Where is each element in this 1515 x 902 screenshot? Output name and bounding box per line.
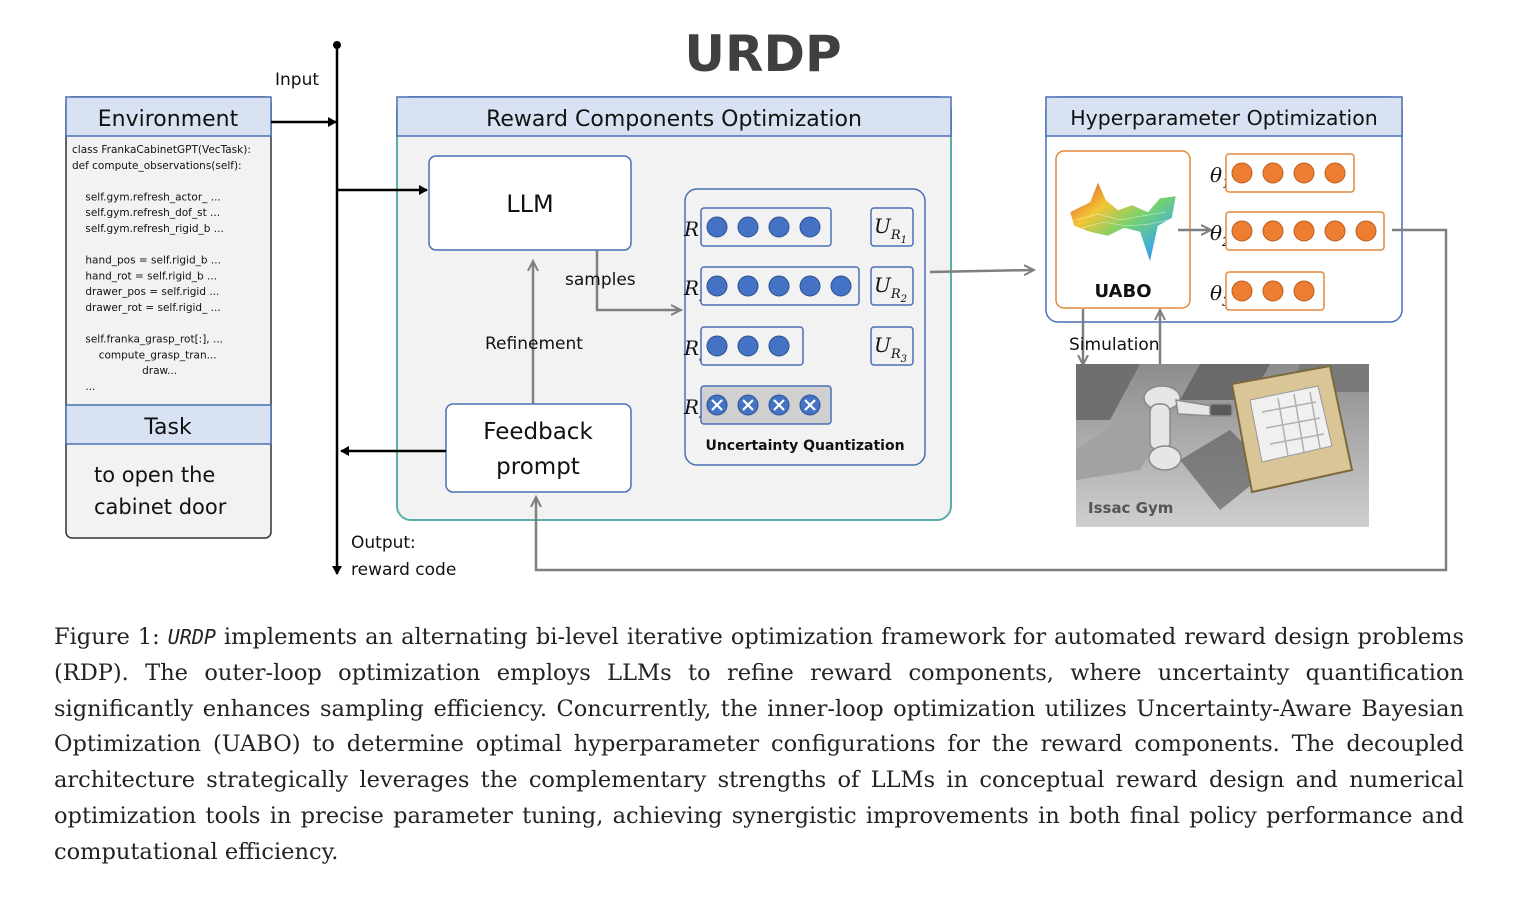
code-line: compute_grasp_tran... <box>72 349 217 361</box>
code-line: draw... <box>72 365 177 377</box>
caption-code-name: URDP <box>167 625 216 649</box>
theta-row-1: θ1 <box>1210 153 1355 193</box>
code-line: self.franka_grasp_rot[:], ... <box>72 334 223 346</box>
issac-gym-label: Issac Gym <box>1088 499 1173 517</box>
samples-label: samples <box>565 270 636 290</box>
samples-arrow <box>595 250 680 310</box>
output-label: Output: <box>351 533 416 553</box>
sample-dot <box>768 275 790 297</box>
figure-caption: Figure 1: URDP implements an alternating… <box>54 620 1464 871</box>
reward-row-4: R4 <box>683 385 832 425</box>
output-label-reward-code: reward code <box>351 560 456 580</box>
input-label: Input <box>275 70 319 90</box>
hyperparameter-panel: Hyperparameter Optimization UABO θ1 θ2 θ3 <box>1045 96 1403 323</box>
uncertainty-1: UR1 <box>870 207 914 247</box>
theta-box <box>1225 153 1355 193</box>
hyperparameter-dot <box>1231 280 1253 302</box>
sample-dot <box>737 335 759 357</box>
uq-to-uabo-arrow <box>929 270 1033 272</box>
hyperparameter-dot <box>1262 220 1284 242</box>
reward-components-panel: Reward Components Optimization LLM Feedb… <box>396 96 952 521</box>
uncertainty-3: UR3 <box>870 326 914 366</box>
reward-box <box>700 385 832 425</box>
code-line: ... <box>72 381 95 393</box>
feedback-prompt-line2: prompt <box>496 454 580 480</box>
io-bus <box>332 41 342 575</box>
hyperparameter-dot <box>1293 162 1315 184</box>
robot-arm <box>1143 385 1233 471</box>
hyperparameter-dot <box>1262 280 1284 302</box>
hyperparameter-to-feedback-arrow <box>536 228 1448 572</box>
theta-row-2: θ2 <box>1210 211 1385 251</box>
sample-dot <box>737 275 759 297</box>
caption-text: implements an alternating bi-level itera… <box>54 624 1464 865</box>
caption-prefix: Figure 1: <box>54 624 168 650</box>
task-description-line2: cabinet door <box>94 495 227 519</box>
code-line: self.gym.refresh_actor_ ... <box>72 191 221 203</box>
cross-mark <box>804 399 816 411</box>
issac-gym-scene: Issac Gym <box>1076 364 1369 527</box>
diagram-title: URDP <box>684 25 841 83</box>
hyperparameter-dot <box>1293 280 1315 302</box>
llm-label: LLM <box>506 190 553 218</box>
feedback-prompt-box <box>445 403 632 493</box>
uncertainty-quantization-label: Uncertainty Quantization <box>705 438 904 454</box>
hyperparameter-dot <box>1262 162 1284 184</box>
code-line: hand_pos = self.rigid_b ... <box>72 255 221 267</box>
code-line: self.gym.refresh_dof_st ... <box>72 207 220 219</box>
theta-row-3: θ3 <box>1210 271 1325 311</box>
sample-dot <box>799 275 821 297</box>
environment-panel: Environment class FrankaCabinetGPT(VecTa… <box>65 96 272 539</box>
task-header: Task <box>143 415 192 440</box>
code-line: class FrankaCabinetGPT(VecTask): <box>72 144 251 156</box>
feedback-prompt-line1: Feedback <box>483 419 593 445</box>
reward-components-header: Reward Components Optimization <box>486 107 862 132</box>
sample-dot <box>706 335 728 357</box>
llm-box <box>428 155 632 251</box>
sample-dot <box>737 216 759 238</box>
task-description-line1: to open the <box>94 463 215 487</box>
simulation-label: Simulation <box>1069 335 1160 355</box>
cross-mark <box>773 399 785 411</box>
reward-row-3: R3 <box>683 326 804 366</box>
theta-rows: θ1 θ2 θ3 <box>1210 153 1385 311</box>
code-line: drawer_pos = self.rigid ... <box>72 286 219 298</box>
code-line: drawer_rot = self.rigid_ ... <box>72 302 221 314</box>
code-line: def compute_observations(self): <box>72 160 242 172</box>
hyperparameter-header: Hyperparameter Optimization <box>1070 106 1377 130</box>
uabo-surface-plot <box>1069 181 1177 263</box>
cross-mark <box>711 399 723 411</box>
hyperparameter-dot <box>1231 220 1253 242</box>
reward-row-1: R1 <box>683 207 832 247</box>
reward-box <box>700 207 832 247</box>
sample-dot <box>768 335 790 357</box>
hyperparameter-dot <box>1231 162 1253 184</box>
sample-dot <box>768 216 790 238</box>
hyperparameter-dot <box>1324 220 1346 242</box>
reward-row-2: R2 <box>683 266 860 306</box>
refinement-label: Refinement <box>485 334 583 354</box>
environment-code: class FrankaCabinetGPT(VecTask): def comp… <box>72 144 251 393</box>
code-line: self.gym.refresh_rigid_b ... <box>72 223 224 235</box>
cross-mark <box>742 399 754 411</box>
urdp-diagram: URDP Input Output: reward code Environme… <box>65 25 1448 580</box>
uncertainty-2: UR2 <box>870 266 914 306</box>
sample-dot <box>830 275 852 297</box>
code-line: hand_rot = self.rigid_b ... <box>72 270 217 282</box>
sample-dot <box>799 216 821 238</box>
sample-dot <box>706 275 728 297</box>
sample-dot <box>706 216 728 238</box>
hyperparameter-dot <box>1324 162 1346 184</box>
hyperparameter-dot <box>1355 220 1377 242</box>
uabo-label: UABO <box>1094 281 1151 302</box>
hyperparameter-dot <box>1293 220 1315 242</box>
environment-header: Environment <box>98 107 239 132</box>
